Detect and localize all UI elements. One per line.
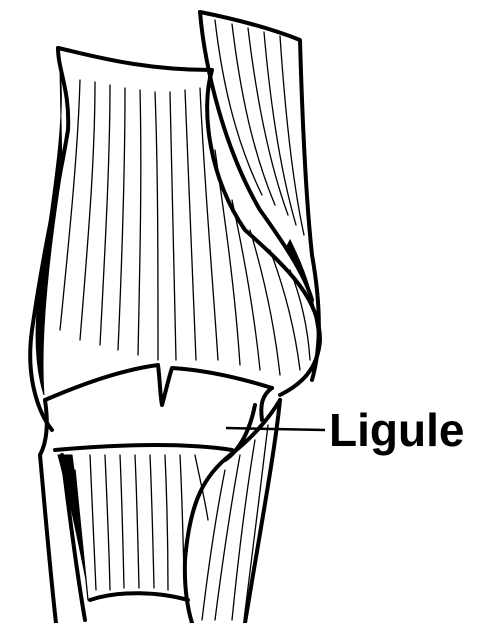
leaf-blade (30, 48, 320, 430)
ligule-leader-line (226, 428, 325, 430)
stem (40, 455, 208, 623)
leaf-sheath (185, 12, 319, 623)
ligule-label: Ligule (329, 404, 464, 456)
ligule-membrane (40, 365, 272, 455)
